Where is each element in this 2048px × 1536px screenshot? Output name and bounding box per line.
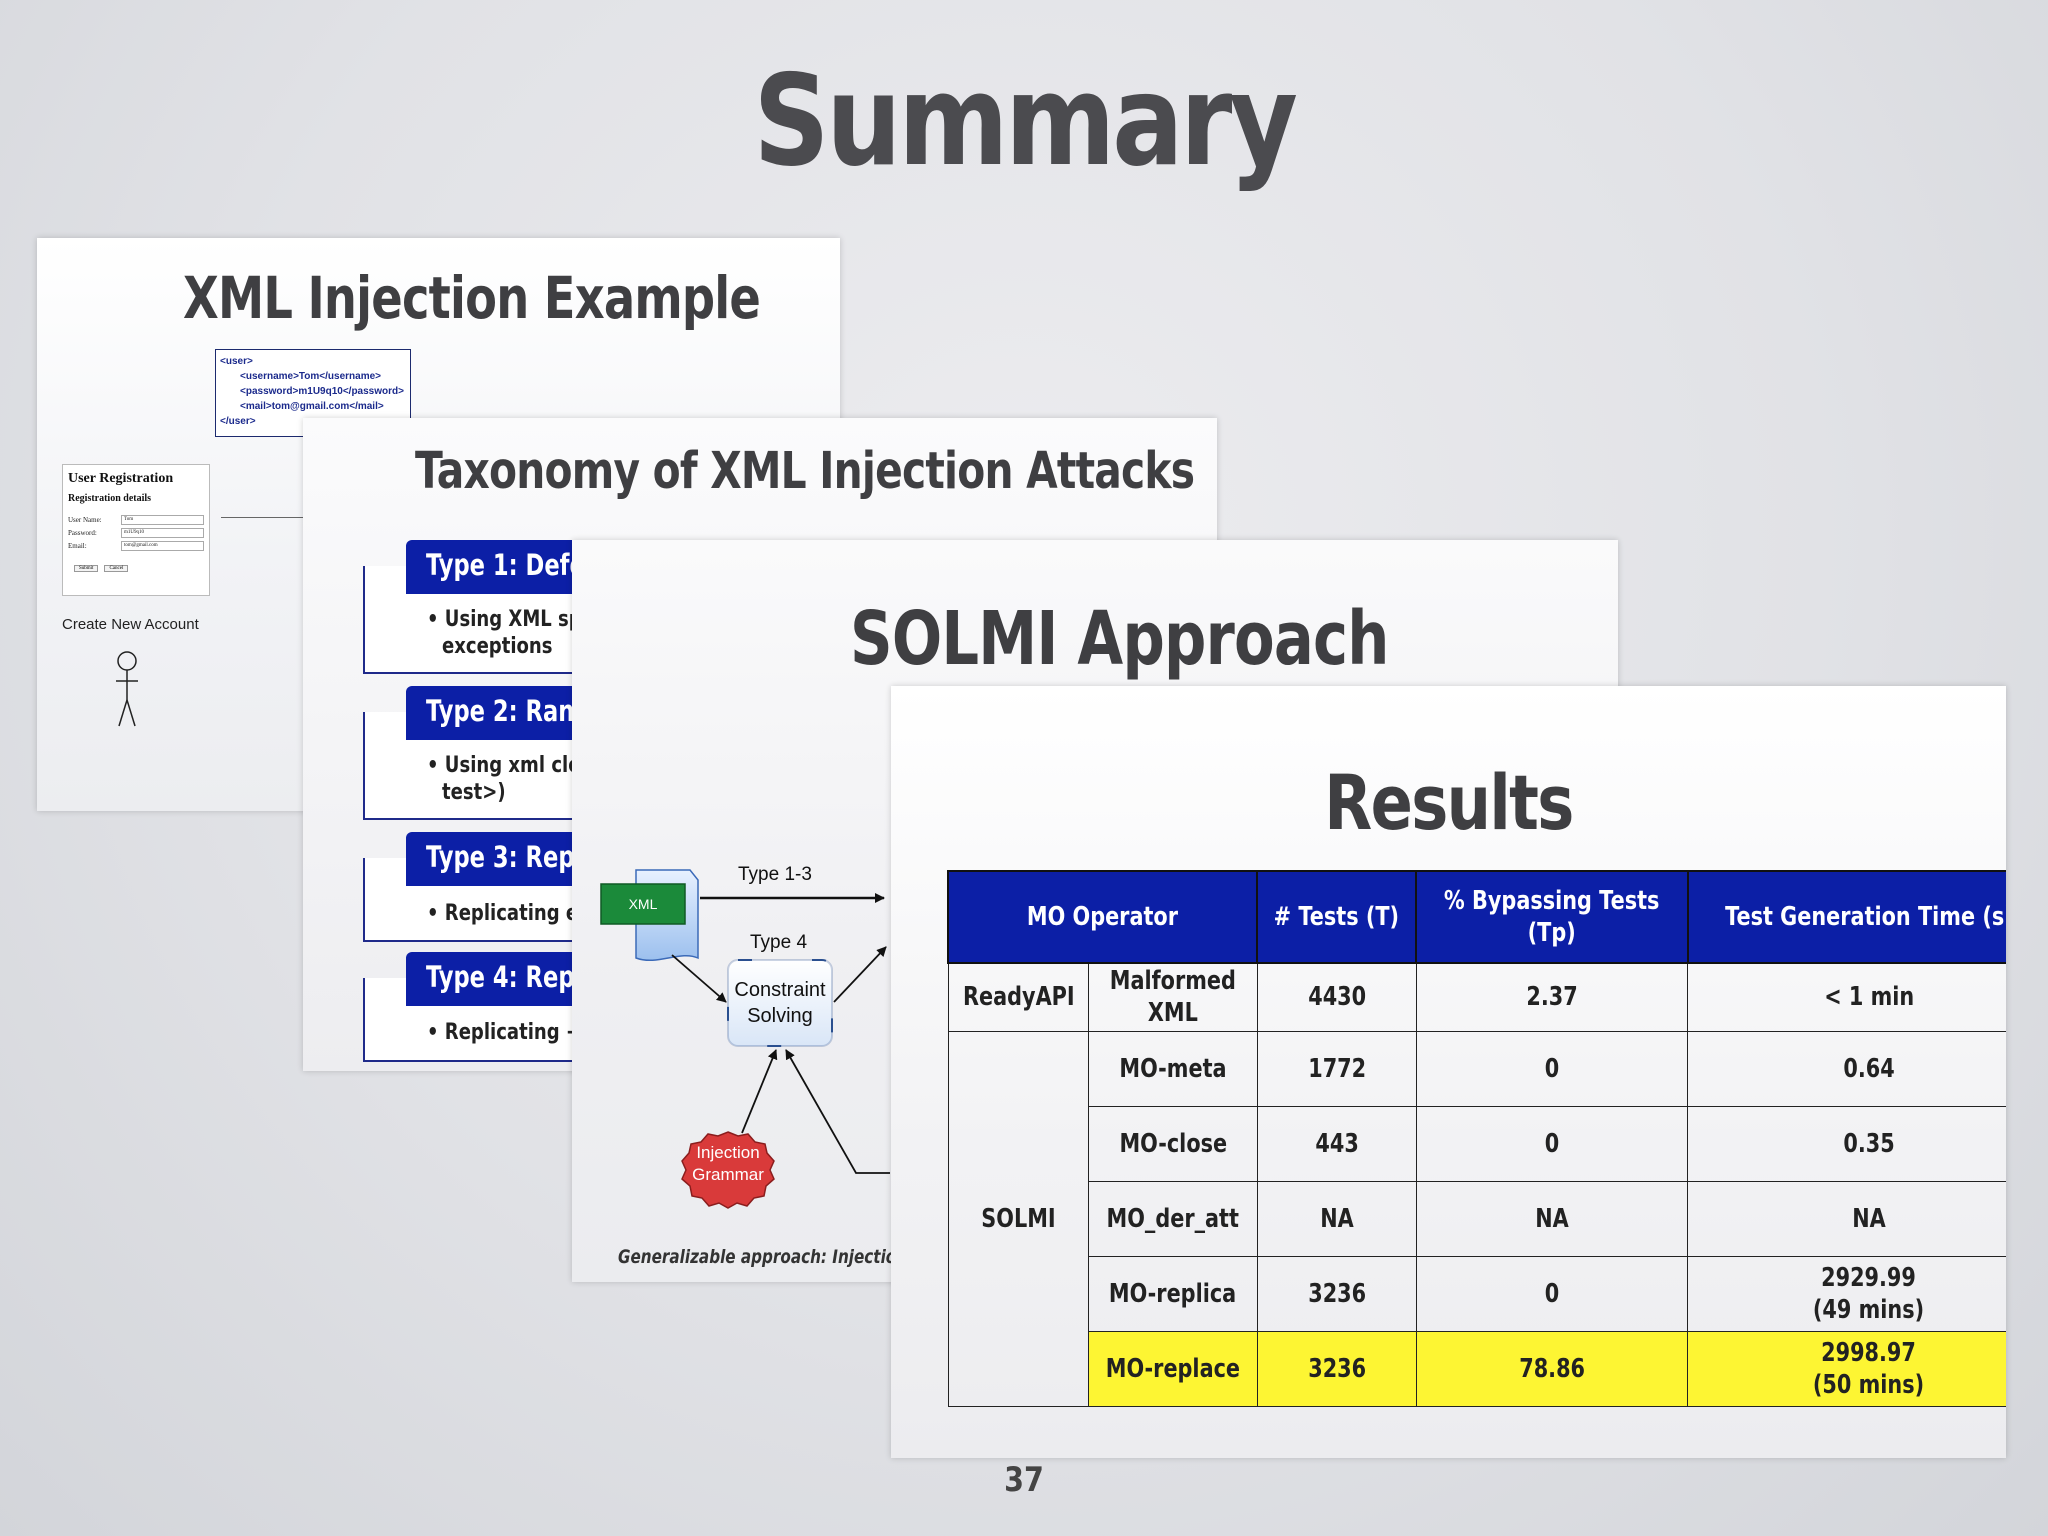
doc-to-constraint-arrow bbox=[671, 954, 727, 1003]
create-account-label: Create New Account bbox=[62, 616, 199, 633]
constraint-solving-label: Constraint Solving bbox=[734, 979, 826, 1027]
tests-cell: 443 bbox=[1256, 1105, 1417, 1182]
tests-cell: 3236 bbox=[1256, 1255, 1417, 1332]
tool-cell: ReadyAPI bbox=[947, 962, 1090, 1032]
xml-line: <mail>tom@gmail.com</mail> bbox=[240, 401, 384, 412]
table-row-highlighted: MO-replace 3236 78.86 2998.97(50 mins) bbox=[948, 1330, 2006, 1407]
form-row: Email: tom@gmail.com bbox=[68, 541, 204, 551]
type-2-bullet: • Using xml clo test>) bbox=[427, 753, 581, 805]
grammar-to-constraint-arrow bbox=[741, 1049, 778, 1134]
bypassing-cell: 0 bbox=[1415, 1255, 1689, 1332]
tests-cell: 3236 bbox=[1256, 1330, 1417, 1407]
approach-caption: Generalizable approach: Injectio bbox=[618, 1246, 897, 1268]
page-title: Summary bbox=[753, 47, 1298, 194]
form-row: Password: m1U9q10 bbox=[68, 528, 204, 538]
field-label: User Name: bbox=[68, 516, 102, 524]
type-4-arrow bbox=[833, 946, 887, 1003]
registration-form: User Registration Registration details U… bbox=[62, 464, 210, 596]
type-3-bullet: • Replicating ex bbox=[427, 901, 590, 926]
xml-tag-box bbox=[600, 883, 686, 925]
tests-cell: NA bbox=[1256, 1180, 1417, 1257]
time-cell: 2998.97(50 mins) bbox=[1687, 1330, 2006, 1407]
slide-title: Taxonomy of XML Injection Attacks bbox=[415, 442, 1195, 501]
cancel-button: Cancel bbox=[104, 565, 129, 572]
operator-cell: MO-replica bbox=[1088, 1255, 1258, 1332]
table-row: MO-close 443 0 0.35 bbox=[948, 1105, 2006, 1182]
table-row: SOLMI MO-meta 1772 0 0.64 bbox=[947, 1030, 2006, 1407]
time-cell: < 1 min bbox=[1687, 962, 2006, 1032]
password-field: m1U9q10 bbox=[121, 528, 204, 538]
type-4-bullet: • Replicating + bbox=[427, 1020, 582, 1045]
xml-line: <password>m1U9q10</password> bbox=[240, 386, 404, 397]
bypassing-cell: 0 bbox=[1415, 1105, 1689, 1182]
slide-title: Results bbox=[1324, 758, 1574, 847]
submit-button: Submit bbox=[74, 565, 99, 572]
bypassing-cell: NA bbox=[1415, 1180, 1689, 1257]
table-row: MO_der_att NA NA NA bbox=[948, 1180, 2006, 1257]
tests-cell: 1772 bbox=[1256, 1030, 1417, 1107]
type-4-label: Type 4 bbox=[750, 932, 808, 953]
connector-line bbox=[221, 517, 311, 518]
time-cell: 0.35 bbox=[1687, 1105, 2006, 1182]
tool-cell: SOLMI bbox=[947, 1030, 1090, 1407]
operator-cell: MO_der_att bbox=[1088, 1180, 1258, 1257]
col-header-bypassing: % Bypassing Tests(Tp) bbox=[1415, 870, 1689, 964]
operator-cell: MO-meta bbox=[1088, 1030, 1258, 1107]
email-field: tom@gmail.com bbox=[121, 541, 204, 551]
col-header-operator: MO Operator bbox=[946, 870, 1259, 964]
operator-cell: MO-replace bbox=[1088, 1330, 1258, 1407]
user-stick-figure-icon bbox=[116, 651, 138, 727]
table-row: MO-replica 3236 0 2929.99(49 mins) bbox=[948, 1255, 2006, 1332]
solmi-diagram bbox=[600, 869, 890, 1209]
xml-label: XML bbox=[628, 896, 658, 912]
slide-results: Results MO Operator # Tests (T) % Bypass… bbox=[891, 686, 2006, 1458]
constraint-solving-box bbox=[727, 959, 833, 1047]
slide-title: SOLMI Approach bbox=[850, 596, 1389, 682]
feedback-arrow bbox=[785, 1049, 890, 1174]
tests-cell: 4430 bbox=[1256, 962, 1417, 1032]
field-label: Password: bbox=[68, 529, 97, 537]
slide-title: XML Injection Example bbox=[183, 264, 761, 332]
bypassing-cell: 78.86 bbox=[1415, 1330, 1689, 1407]
field-label: Email: bbox=[68, 542, 87, 550]
xml-line: </user> bbox=[220, 416, 256, 427]
col-header-time: Test Generation Time (s) bbox=[1686, 870, 2006, 964]
page-number: 37 bbox=[1004, 1460, 1044, 1500]
injection-grammar-label: Injection Grammar bbox=[692, 1143, 764, 1184]
time-cell: NA bbox=[1687, 1180, 2006, 1257]
xml-line: <username>Tom</username> bbox=[240, 371, 381, 382]
form-title: User Registration bbox=[68, 471, 174, 486]
results-table: MO Operator # Tests (T) % Bypassing Test… bbox=[946, 870, 2006, 1407]
xml-line: <user> bbox=[220, 356, 253, 367]
time-cell: 0.64 bbox=[1687, 1030, 2006, 1107]
username-field: Tom bbox=[121, 515, 204, 525]
type-1-bullet: • Using XML sp exceptions bbox=[427, 607, 582, 659]
form-buttons: Submit Cancel bbox=[74, 565, 204, 572]
table-header-row: MO Operator # Tests (T) % Bypassing Test… bbox=[946, 870, 2006, 964]
bypassing-cell: 2.37 bbox=[1415, 962, 1689, 1032]
form-subtitle: Registration details bbox=[68, 493, 152, 504]
form-row: User Name: Tom bbox=[68, 515, 204, 525]
operator-cell: MO-close bbox=[1088, 1105, 1258, 1182]
type-1-3-label: Type 1-3 bbox=[738, 864, 812, 885]
col-header-tests: # Tests (T) bbox=[1256, 870, 1418, 964]
injection-grammar-badge bbox=[681, 1131, 775, 1209]
time-cell: 2929.99(49 mins) bbox=[1687, 1255, 2006, 1332]
bypassing-cell: 0 bbox=[1415, 1030, 1689, 1107]
